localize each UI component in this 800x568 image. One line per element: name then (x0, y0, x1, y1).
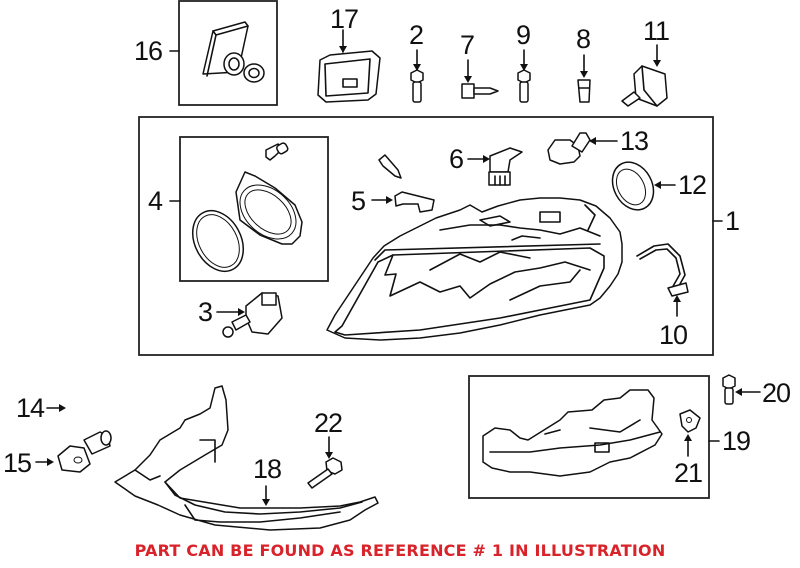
callout-20: 20 (762, 378, 791, 408)
part-10-wiring (636, 243, 689, 317)
part-20-bolt (722, 374, 761, 405)
part-5-clip (371, 191, 435, 213)
box-16 (178, 0, 278, 106)
callout-7: 7 (460, 30, 475, 60)
callout-13: 13 (620, 126, 649, 156)
callout-4: 4 (148, 186, 163, 216)
part-7-screw (461, 59, 499, 99)
callout-1: 1 (725, 206, 740, 236)
part-13-bulb (547, 132, 618, 165)
box-19 (468, 375, 710, 499)
part-12-seal (611, 161, 676, 211)
part-11-socket (621, 44, 668, 107)
part-1-headlamp (326, 197, 623, 341)
part-6-bracket (467, 147, 523, 186)
part-17-control-module (317, 29, 381, 103)
part-21-clip (679, 409, 701, 457)
part-9-bolt (517, 49, 531, 103)
part-16-control-module-kit (202, 21, 265, 83)
callout-12: 12 (678, 170, 707, 200)
part-8-clip (577, 54, 591, 103)
callout-3: 3 (198, 297, 213, 327)
part-18-mounting-bracket (114, 385, 379, 531)
box-4 (179, 136, 329, 282)
callout-16: 16 (134, 36, 163, 66)
part-22-bolt (307, 436, 343, 489)
part-3-leveling-motor (216, 292, 283, 338)
part-4-lamp-cover (191, 142, 303, 272)
callout-10: 10 (659, 320, 688, 350)
part-headlamp-screw (378, 154, 402, 179)
callout-11: 11 (643, 16, 670, 46)
callout-2: 2 (409, 20, 424, 50)
callout-15: 15 (3, 448, 32, 478)
part-2-bolt (410, 49, 424, 103)
callout-19: 19 (722, 426, 751, 456)
callout-18: 18 (253, 454, 282, 484)
box-1-headlamp (138, 116, 714, 356)
part-19-bracket-assembly (482, 389, 663, 477)
part-14-hose (46, 367, 130, 421)
callout-8: 8 (576, 24, 591, 54)
callout-6: 6 (449, 144, 464, 174)
footer-reference-note: PART CAN BE FOUND AS REFERENCE # 1 IN IL… (134, 541, 666, 560)
callout-17: 17 (330, 4, 359, 34)
callout-22: 22 (314, 408, 343, 438)
callout-9: 9 (516, 20, 531, 50)
part-15-nozzle (35, 430, 112, 473)
callout-21: 21 (674, 458, 703, 488)
callout-14: 14 (16, 393, 45, 423)
callout-5: 5 (351, 186, 366, 216)
